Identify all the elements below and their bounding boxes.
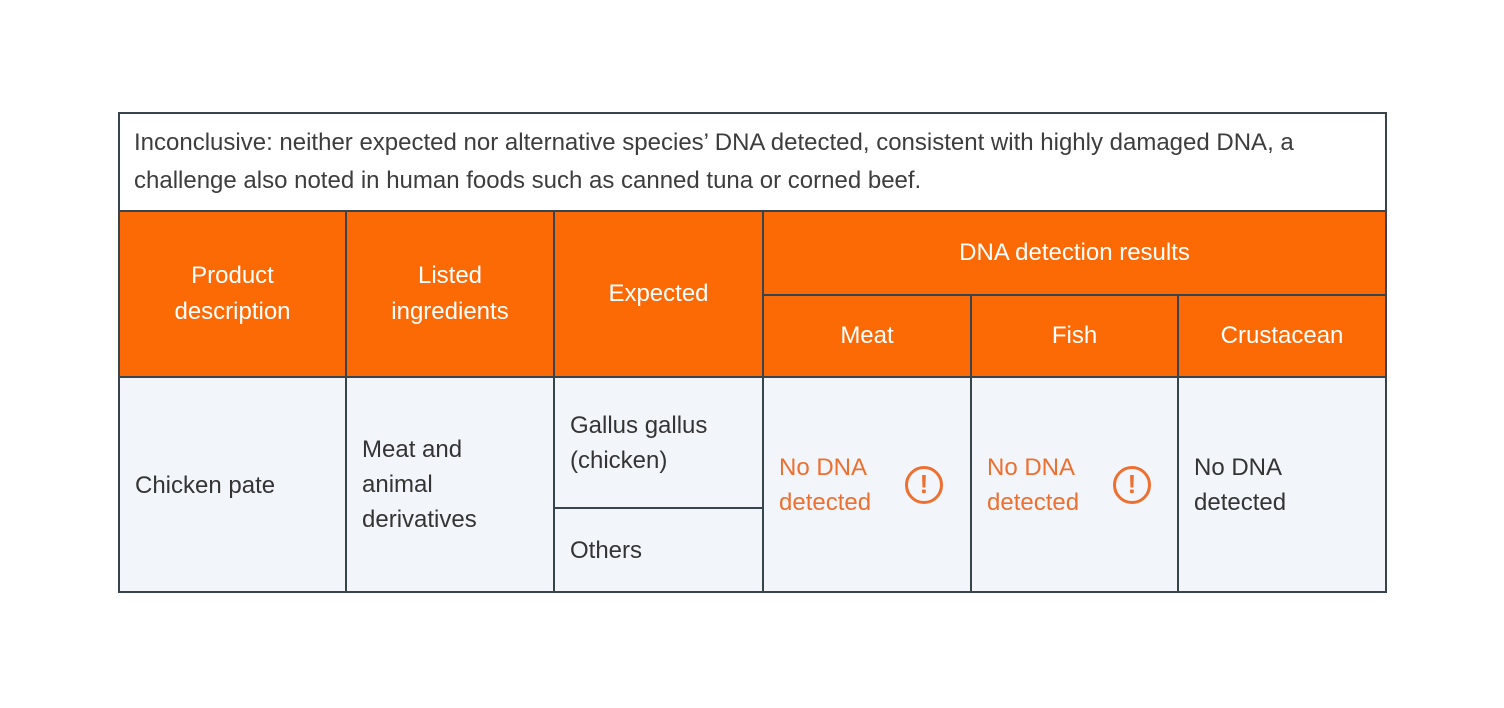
table-row: Chicken pate Meat and animal derivatives… <box>118 376 1388 593</box>
column-header-product-description: Product description <box>118 210 347 378</box>
cell-result-crustacean: No DNA detected <box>1176 376 1388 593</box>
column-header-meat: Meat <box>762 294 972 378</box>
alert-exclamation-circle-icon: ! <box>905 465 943 504</box>
header-row-sub: Meat Fish Crustacean <box>119 294 1388 378</box>
column-header-label: Product description <box>174 262 291 325</box>
note-row: Inconclusive: neither expected nor alter… <box>117 112 1388 212</box>
cell-result-meat: No DNA detected ! <box>762 376 972 593</box>
expected-species-value: Gallus gallus (chicken) <box>570 411 708 474</box>
cell-result-fish: No DNA detected ! <box>970 376 1179 593</box>
cell-product-description: Chicken pate <box>118 376 347 593</box>
dna-detection-results-figure: Inconclusive: neither expected nor alter… <box>117 112 1388 593</box>
dna-detection-results-table: Inconclusive: neither expected nor alter… <box>117 112 1388 593</box>
cell-expected-primary: Gallus gallus (chicken) <box>553 376 764 509</box>
fish-result: No DNA detected ! <box>987 450 1171 520</box>
column-header-label: Expected <box>608 280 709 307</box>
inconclusive-note: Inconclusive: neither expected nor alter… <box>117 112 1388 212</box>
column-header-crustacean: Crustacean <box>1176 294 1388 378</box>
crustacean-result-text: No DNA detected <box>1194 453 1287 516</box>
fish-result-text: No DNA detected <box>987 453 1080 516</box>
column-header-label: Crustacean <box>1220 322 1344 349</box>
listed-ingredients-value: Meat and animal derivatives <box>362 436 477 533</box>
meat-result: No DNA detected ! <box>779 450 964 520</box>
column-group-header-dna-detection-results: DNA detection results <box>761 210 1388 296</box>
column-header-fish: Fish <box>970 294 1179 378</box>
column-header-expected: Expected <box>553 210 764 378</box>
cell-expected-secondary: Others <box>553 507 764 593</box>
crustacean-result: No DNA detected <box>1194 450 1379 520</box>
header-row-main: Product description Listed ingredients E… <box>118 210 1388 378</box>
meat-result-text: No DNA detected <box>779 453 872 516</box>
cell-listed-ingredients: Meat and animal derivatives <box>345 376 555 593</box>
expected-others-value: Others <box>570 537 643 565</box>
column-header-label: Meat <box>840 322 894 349</box>
table-row: Others <box>119 507 1386 593</box>
alert-exclamation-circle-icon: ! <box>1113 465 1151 504</box>
column-header-label: Fish <box>1051 322 1098 349</box>
product-description-value: Chicken pate <box>135 471 276 499</box>
column-header-listed-ingredients: Listed ingredients <box>345 210 555 378</box>
column-header-label: Listed ingredients <box>391 262 509 325</box>
column-header-label: DNA detection results <box>959 239 1190 266</box>
